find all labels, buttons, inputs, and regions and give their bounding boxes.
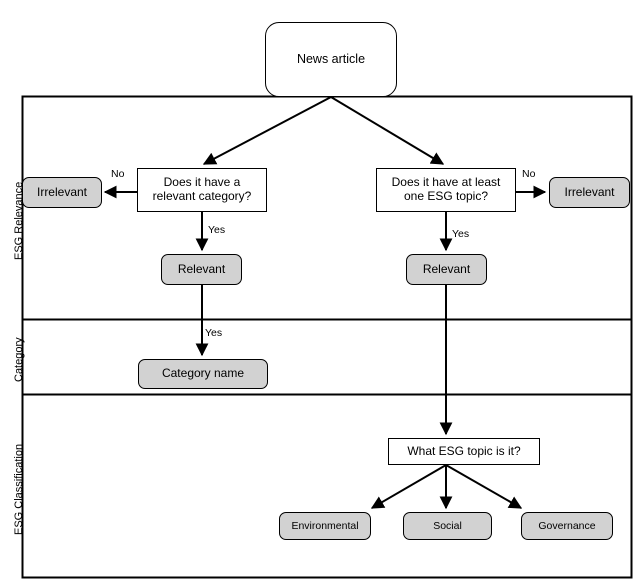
band-label-category: Category xyxy=(13,337,25,382)
node-environmental[interactable]: Environmental xyxy=(279,512,371,540)
node-question-relevant-category[interactable]: Does it have a relevant category? xyxy=(137,168,267,212)
node-question-esg-topic-line2: one ESG topic? xyxy=(403,189,489,203)
edge-topic-to-governance xyxy=(445,464,523,509)
node-relevant-left[interactable]: Relevant xyxy=(161,254,242,285)
caption-fragment xyxy=(196,0,256,3)
node-question-what-esg-topic[interactable]: What ESG topic is it? xyxy=(388,438,540,465)
edge-label-yes-right: Yes xyxy=(452,228,470,240)
edge-topic-to-environmental xyxy=(370,464,447,509)
band-label-esg-classification: ESG Classification xyxy=(13,443,25,535)
node-question-relevant-category-line1: Does it have a xyxy=(163,175,241,190)
node-social[interactable]: Social xyxy=(403,512,492,540)
node-category-name[interactable]: Category name xyxy=(138,359,268,389)
edge-label-yes-category: Yes xyxy=(205,327,223,339)
node-governance[interactable]: Governance xyxy=(521,512,613,540)
node-relevant-right[interactable]: Relevant xyxy=(406,254,487,285)
edge-label-no-left: No xyxy=(111,168,125,180)
node-irrelevant-right[interactable]: Irrelevant xyxy=(549,177,630,208)
edge-news-to-right-question xyxy=(330,96,445,165)
node-question-relevant-category-line2: relevant category? xyxy=(152,189,252,203)
node-irrelevant-left[interactable]: Irrelevant xyxy=(22,177,102,208)
node-question-esg-topic-line1: Does it have at least xyxy=(391,175,501,190)
node-news-article[interactable]: News article xyxy=(265,22,397,97)
edge-label-yes-left: Yes xyxy=(208,224,226,236)
node-question-esg-topic[interactable]: Does it have at least one ESG topic? xyxy=(376,168,516,212)
edge-label-no-right: No xyxy=(522,168,536,180)
edge-news-to-left-question xyxy=(202,96,332,165)
